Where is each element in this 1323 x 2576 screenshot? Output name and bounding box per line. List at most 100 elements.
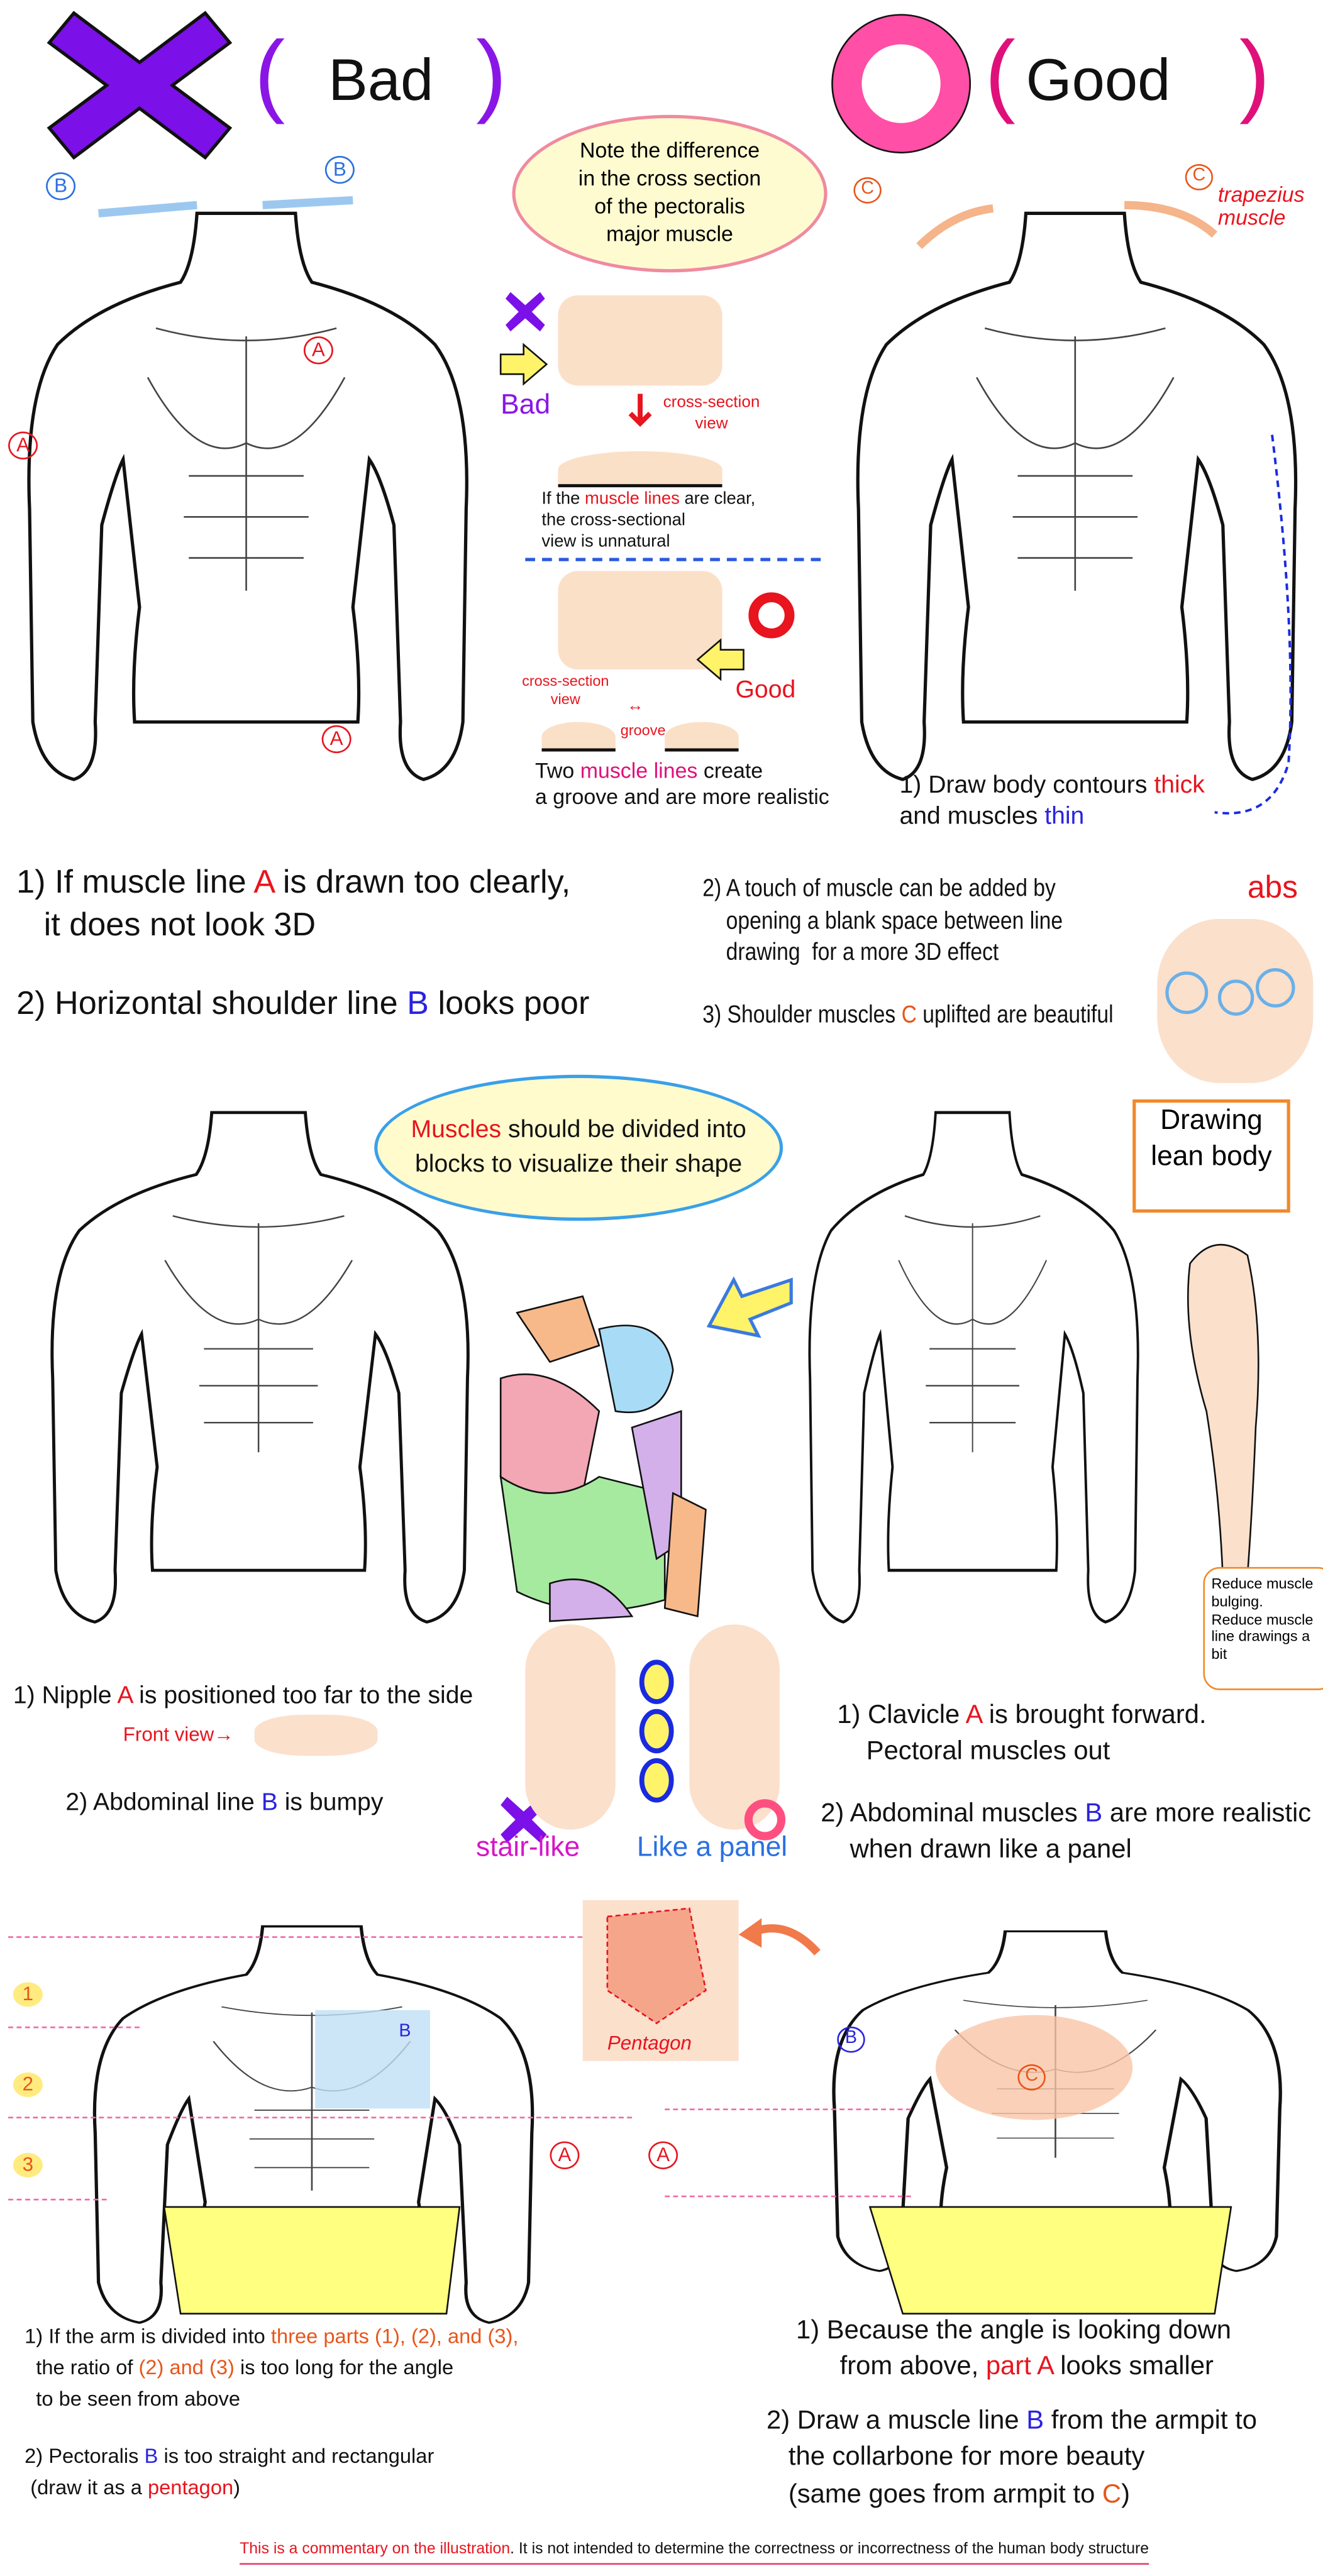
text-segment: 1) If the arm is divided into [25, 2325, 271, 2348]
groove-label: groove [620, 722, 666, 739]
text-line: (draw it as a pentagon) [25, 2472, 434, 2503]
text-segment: B [1085, 1800, 1103, 1828]
good-point-3: 3) Shoulder muscles C uplifted are beaut… [702, 1001, 1113, 1032]
clavicle-point: 1) Clavicle A is brought forward. Pector… [837, 1698, 1206, 1772]
bad-top-down-torso [65, 1903, 558, 2347]
text-segment: B [1026, 2407, 1044, 2435]
pentagon-shape [606, 1907, 707, 2025]
text-segment: the collarbone for more beauty [767, 2443, 1145, 2472]
good-point-2: 2) A touch of muscle can be added by ope… [702, 873, 1063, 969]
text-line: it does not look 3D [16, 904, 570, 947]
abs-label: abs [1247, 871, 1298, 906]
orange-curved-arrow [738, 1918, 821, 1956]
yellow-arrow-icon [499, 343, 548, 386]
text-segment: when drawn like a panel [821, 1837, 1132, 1865]
good-top-down-torso [804, 1912, 1313, 2315]
text-line: drawing for a more 3D effect [702, 937, 1063, 969]
pentagon-label: Pentagon [607, 2031, 692, 2055]
good-o-icon [744, 1799, 786, 1841]
text-line: 2) Horizontal shoulder line B looks poor [16, 984, 589, 1025]
text-segment: is positioned too far to the side [132, 1682, 473, 1710]
good-o-icon [831, 14, 971, 154]
text-line: and muscles thin [899, 802, 1204, 833]
text-segment: from above, [796, 2353, 986, 2382]
text-segment: 3) Shoulder muscles [702, 1001, 902, 1029]
panel-glasses-icon [639, 1660, 674, 1803]
pectoralis-point: 2) Pectoralis B is too straight and rect… [25, 2441, 434, 2503]
note-line: of the pectoralis [594, 194, 745, 219]
text-segment: the ratio of [25, 2355, 139, 2379]
text-segment: 2) Pectoralis [25, 2445, 145, 2469]
marker-b: B [837, 2026, 865, 2052]
text-segment: pentagon [148, 2475, 234, 2499]
text-segment: 1) Nipple [13, 1682, 118, 1710]
text-line: 1) If the arm is divided into three part… [25, 2322, 518, 2353]
lean-arm [1187, 1243, 1259, 1580]
text-segment: is too straight and rectangular [158, 2445, 435, 2469]
bad-cross-section [558, 451, 722, 488]
text-segment: opening a blank space between line [702, 906, 1063, 935]
label-line: line drawings a bit [1211, 1628, 1310, 1663]
front-view-chest [254, 1714, 378, 1756]
text-segment: 1) Clavicle [837, 1701, 966, 1730]
text-line: 3) Shoulder muscles C uplifted are beaut… [702, 1001, 1113, 1032]
text-segment: uplifted are beautiful [916, 1001, 1114, 1029]
text-segment: C [1102, 2480, 1122, 2509]
good-angled-torso [788, 1083, 1132, 1641]
text-segment: muscle lines [580, 758, 698, 783]
text-segment: C [901, 1001, 917, 1029]
label-line: trapezius [1217, 182, 1305, 207]
paren-close: ) [476, 21, 507, 125]
text-line: 2) Draw a muscle line B from the armpit … [767, 2404, 1257, 2440]
text-segment: are more realistic [1102, 1800, 1312, 1828]
text-line: 1) If muscle line A is drawn too clearly… [16, 861, 570, 904]
guide-line [8, 2198, 107, 2201]
red-down-arrow-icon [628, 394, 652, 427]
text-segment: 2) Abdominal muscles [821, 1800, 1085, 1828]
bad-x-icon [506, 292, 545, 332]
text-line: from above, part A looks smaller [796, 2350, 1231, 2387]
footer-disclaimer: This is a commentary on the illustration… [240, 2540, 1149, 2565]
note-line: major muscle [606, 221, 733, 246]
text-segment: create [697, 758, 763, 783]
bad-title: Bad [328, 46, 434, 114]
note-line: Note the difference [579, 138, 760, 163]
text-segment: 2) Abdominal line [65, 1788, 262, 1817]
good-cross-section-right [665, 722, 739, 752]
pentagon-inset [582, 1900, 739, 2061]
text-segment: looks poor [428, 986, 590, 1023]
text-line: 1) Draw body contours thick [899, 771, 1204, 802]
text-segment: This is a commentary on the illustration [240, 2540, 511, 2558]
text-segment: thin [1044, 801, 1085, 830]
text-segment: ) [1121, 2480, 1131, 2509]
text-segment: the cross-sectional [541, 510, 685, 531]
arm-ratio-point: 1) If the arm is divided into three part… [25, 2322, 518, 2414]
marker-a: A [321, 725, 352, 754]
good-o-icon [748, 592, 795, 639]
arm-part-1: 1 [13, 1982, 43, 2007]
muscle-line-point: 2) Draw a muscle line B from the armpit … [767, 2404, 1257, 2514]
text-segment: to be seen from above [25, 2386, 241, 2410]
text-segment: A [253, 864, 274, 901]
text-line: Pectoral muscles out [837, 1735, 1206, 1771]
like-panel-label: Like a panel [636, 1831, 788, 1863]
trapezius-arrows [916, 201, 1218, 250]
stair-like-label: stair-like [476, 1831, 580, 1863]
arm-part-2: 2 [13, 2072, 43, 2098]
good-chest-crop [558, 571, 722, 670]
text-line: If the muscle lines are clear, [541, 489, 755, 510]
bad-point-2: 2) Horizontal shoulder line B looks poor [16, 984, 589, 1025]
text-segment: muscle lines [584, 488, 680, 509]
arm-part-3: 3 [13, 2152, 43, 2178]
guide-line [665, 2108, 911, 2110]
label-line: muscle [1217, 206, 1286, 231]
marker-b: B [46, 172, 76, 201]
